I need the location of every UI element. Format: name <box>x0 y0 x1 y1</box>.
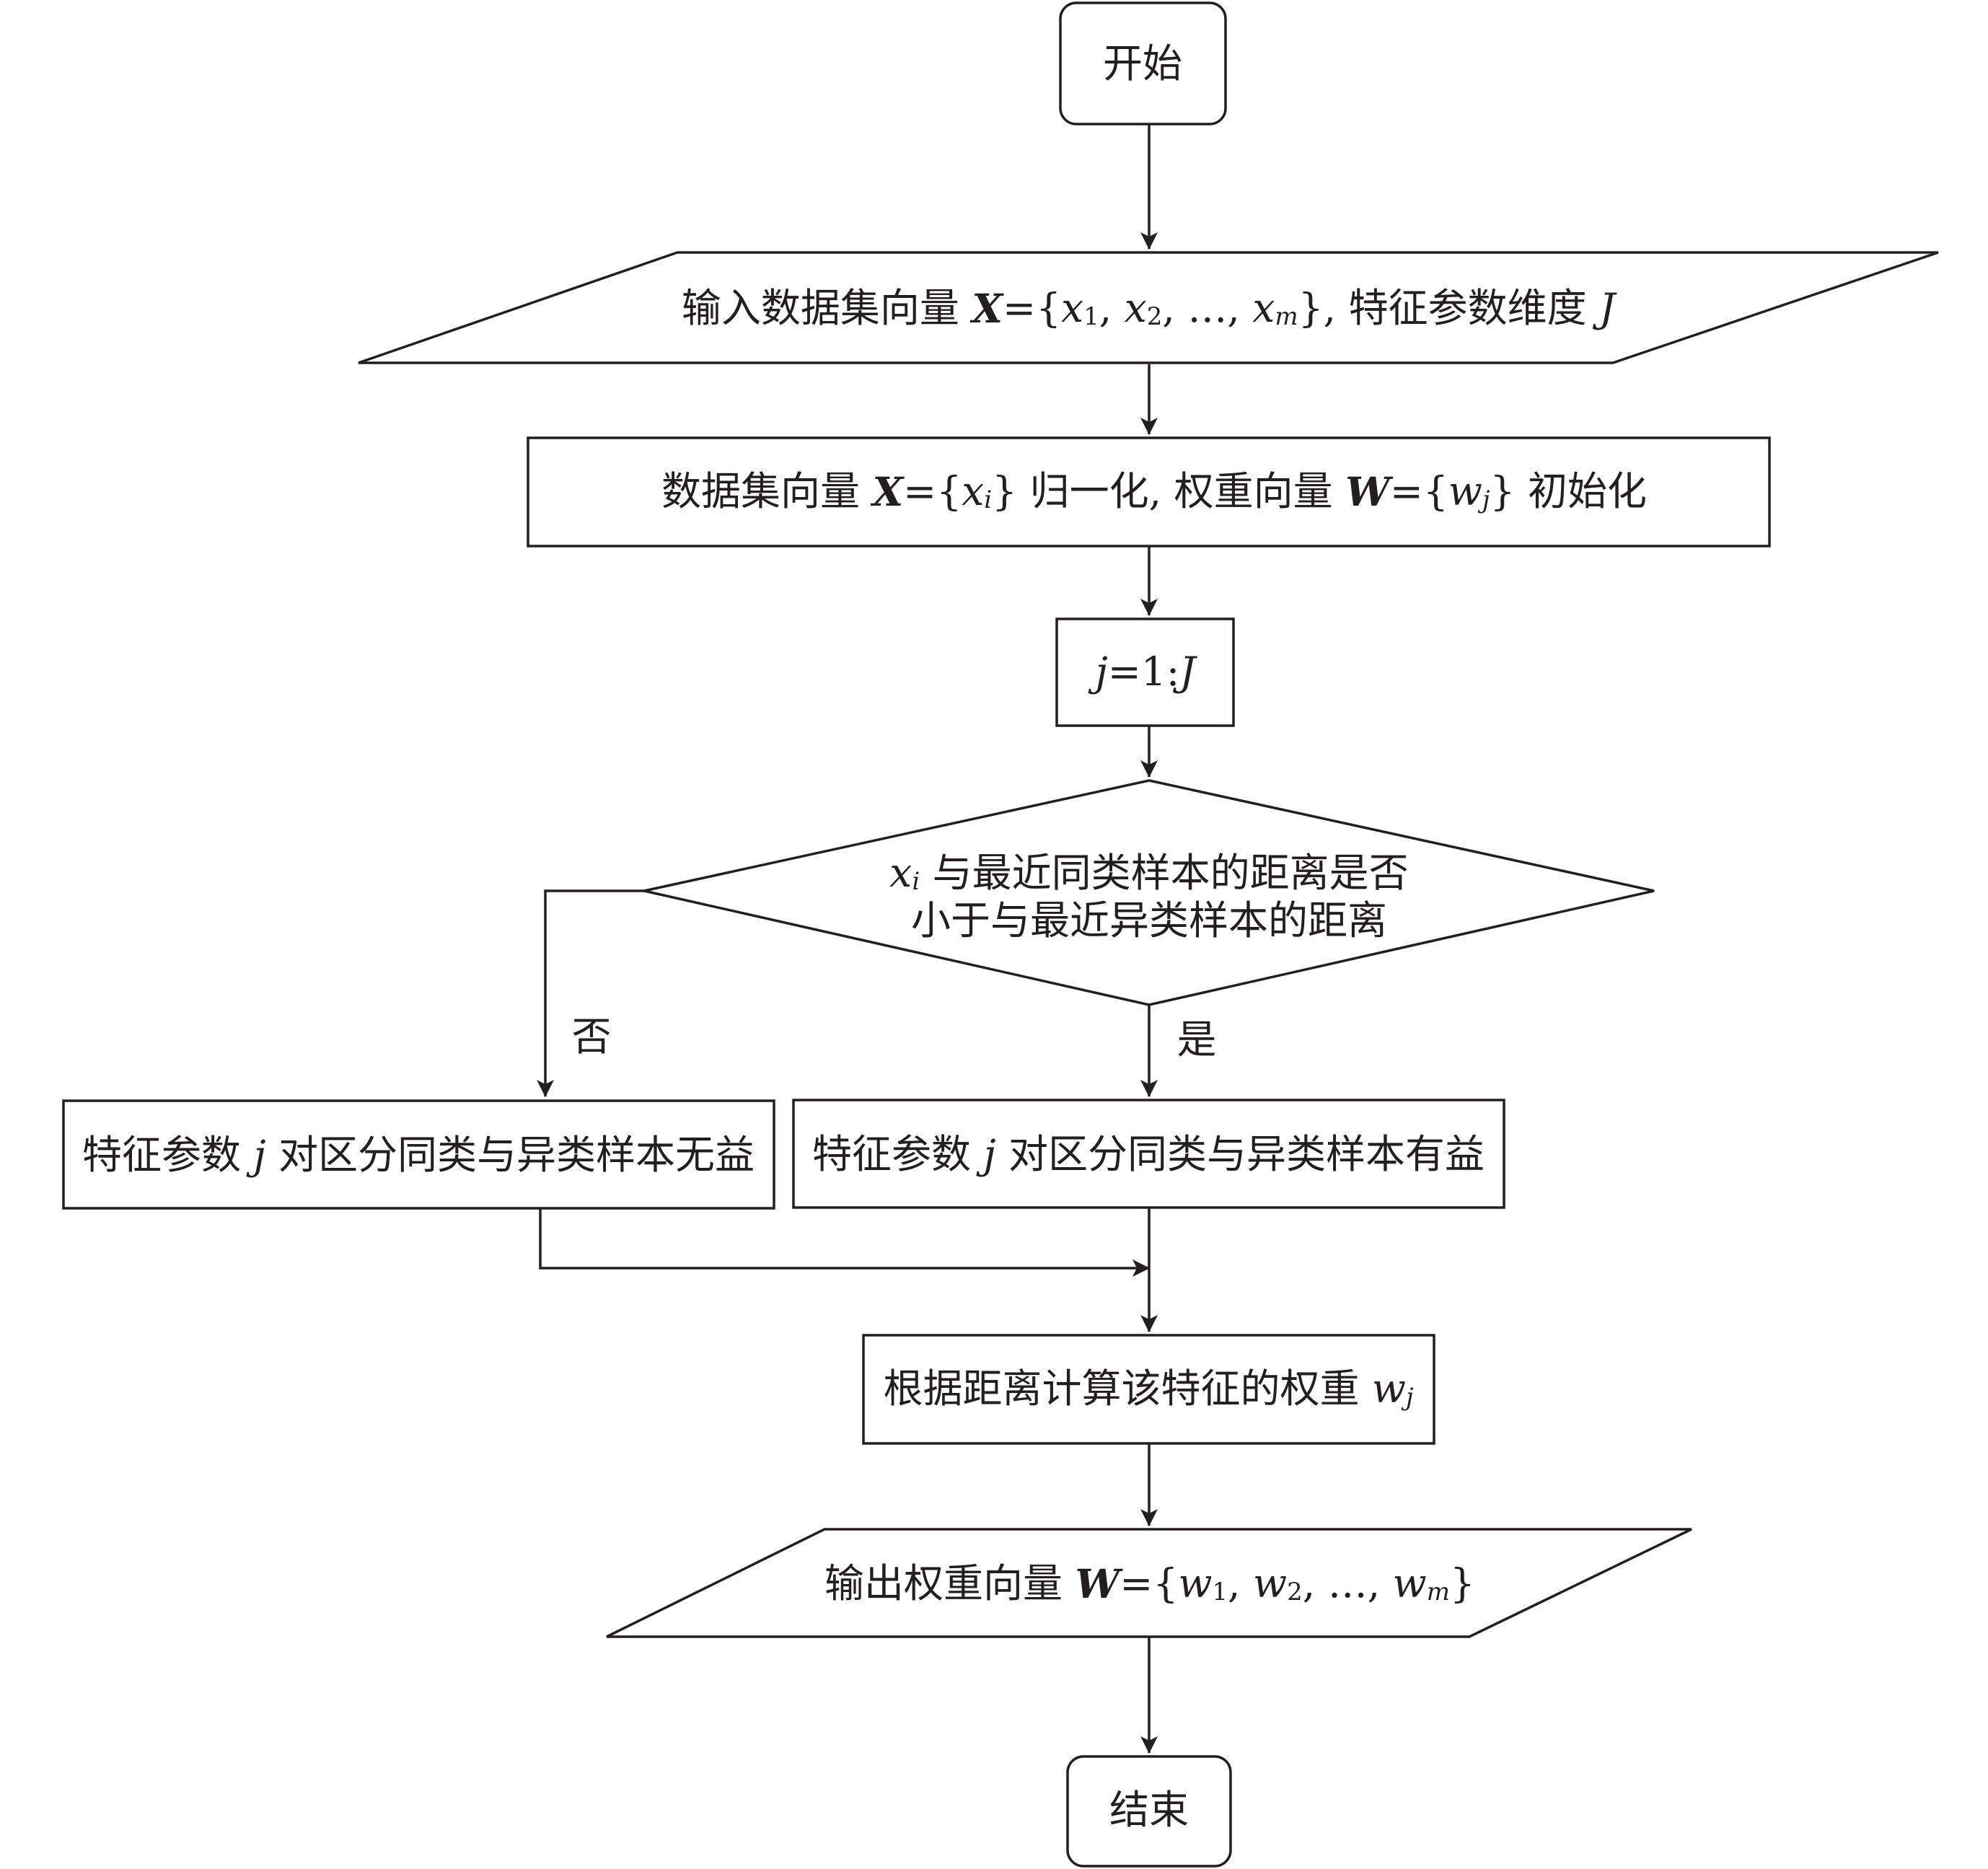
normalize-prefix: 数据集向量 <box>661 468 872 514</box>
yes-branch-prefix: 特征参数 <box>812 1131 983 1177</box>
normalize-sub-i: i <box>984 485 992 514</box>
input-prefix: 输入数据集向量 <box>682 285 972 331</box>
input-sub-1: 1 <box>1083 302 1099 331</box>
end-node: 结束 <box>1066 1755 1232 1868</box>
loop-node: j=1:J <box>1055 617 1235 727</box>
input-suffix: , 特征参数维度 <box>1324 285 1599 331</box>
output-close: } <box>1450 1560 1475 1606</box>
output-sub-m: m <box>1427 1578 1450 1606</box>
loop-range: =1: <box>1108 648 1180 695</box>
compute-wj: w <box>1372 1366 1406 1412</box>
no-branch-prefix: 特征参数 <box>82 1132 253 1178</box>
normalize-mid: 归一化, 权重向量 <box>1017 468 1345 514</box>
input-label: 输入数据集向量 X={x1, x2, …, xm}, 特征参数维度 J <box>682 285 1617 332</box>
no-branch-suffix: 对区分同类与异类样本无益 <box>266 1132 755 1178</box>
output-vector-w: W <box>1075 1560 1123 1607</box>
normalize-eq-2: ={ <box>1390 468 1448 514</box>
yes-branch-suffix: 对区分同类与异类样本有益 <box>996 1131 1485 1177</box>
output-wm: w <box>1393 1560 1427 1606</box>
compute-label: 根据距离计算该特征的权重 wj <box>883 1366 1414 1412</box>
edge-label-yes: 是 <box>1176 1016 1216 1063</box>
yes-branch-label: 特征参数 j 对区分同类与异类样本有益 <box>812 1131 1485 1177</box>
input-sep-1: , <box>1099 285 1125 331</box>
normalize-vector-x: X <box>870 468 905 515</box>
output-sep-2: , <box>1303 1560 1328 1606</box>
edge-no-merge <box>539 1208 1150 1277</box>
input-vector-x: X <box>969 285 1004 332</box>
output-node: 输出权重向量 W={w1, w2, …, wm} <box>606 1528 1692 1638</box>
output-sub-2: 2 <box>1287 1578 1303 1606</box>
normalize-node: 数据集向量 X={xi} 归一化, 权重向量 W={wj} 初始化 <box>527 436 1771 547</box>
start-node: 开始 <box>1059 1 1227 126</box>
normalize-close-2: } <box>1490 468 1516 514</box>
input-sep-2: , <box>1162 285 1187 331</box>
output-eq: ={ <box>1120 1560 1178 1606</box>
input-close: } <box>1298 285 1324 331</box>
loop-label: j=1:J <box>1088 648 1198 695</box>
input-sub-2: 2 <box>1147 302 1163 331</box>
output-sep-1: , <box>1228 1560 1253 1606</box>
decision-text-1: 与最近同类样本的距离是否 <box>920 850 1408 896</box>
compute-node: 根据距离计算该特征的权重 wj <box>862 1334 1435 1445</box>
output-ellipsis: … <box>1328 1560 1368 1606</box>
edges <box>537 124 1158 1754</box>
input-sub-m: m <box>1275 302 1298 331</box>
output-sep-3: , <box>1368 1560 1393 1606</box>
input-xm: x <box>1252 285 1275 331</box>
output-prefix: 输出权重向量 <box>824 1560 1075 1606</box>
normalize-suffix: 初始化 <box>1516 468 1647 514</box>
no-branch-node: 特征参数 j 对区分同类与异类样本无益 <box>62 1099 775 1210</box>
normalize-xi: x <box>962 468 984 514</box>
end-label: 结束 <box>1109 1787 1189 1833</box>
normalize-eq-1: ={ <box>903 468 962 514</box>
edge-decision-no <box>537 889 644 1097</box>
input-sep-3: , <box>1227 285 1252 331</box>
output-w1: w <box>1178 1560 1212 1606</box>
input-ellipsis: … <box>1187 285 1227 331</box>
edge-label-no: 否 <box>571 1013 611 1060</box>
decision-line-2: 小于与最近异类样本的距离 <box>911 897 1387 944</box>
no-branch-label: 特征参数 j 对区分同类与异类样本无益 <box>82 1132 755 1178</box>
normalize-wj: w <box>1448 468 1482 514</box>
decision-line-1: xi 与最近同类样本的距离是否 <box>889 850 1408 896</box>
yes-branch-node: 特征参数 j 对区分同类与异类样本有益 <box>792 1099 1505 1209</box>
normalize-vector-w: W <box>1345 468 1394 515</box>
start-label: 开始 <box>1103 40 1182 87</box>
decision-xi: x <box>889 850 912 896</box>
input-x1: x <box>1061 285 1083 331</box>
output-label: 输出权重向量 W={w1, w2, …, wm} <box>824 1560 1475 1607</box>
output-sub-1: 1 <box>1212 1578 1228 1606</box>
input-node: 输入数据集向量 X={x1, x2, …, xm}, 特征参数维度 J <box>358 251 1939 364</box>
decision-sub-i: i <box>912 867 920 896</box>
output-w2: w <box>1253 1560 1287 1606</box>
decision-node: xi 与最近同类样本的距离是否 小于与最近异类样本的距离 <box>643 779 1655 1006</box>
compute-prefix: 根据距离计算该特征的权重 <box>883 1366 1371 1412</box>
input-x2: x <box>1125 285 1147 331</box>
normalize-label: 数据集向量 X={xi} 归一化, 权重向量 W={wj} 初始化 <box>661 468 1647 515</box>
input-eq: ={ <box>1003 285 1061 331</box>
normalize-close-1: } <box>992 468 1017 514</box>
